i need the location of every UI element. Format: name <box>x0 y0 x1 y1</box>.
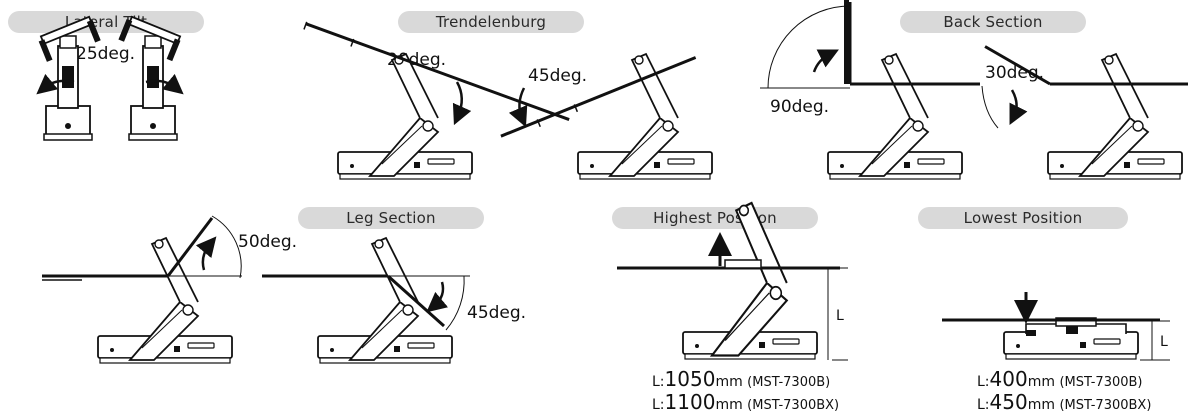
back-section-table-30 <box>984 45 1188 180</box>
trendelenburg-table-20 <box>303 21 570 180</box>
trendelenburg-title: Trendelenburg <box>398 11 584 33</box>
leg-50-arc <box>211 215 242 279</box>
back-section-table-90 <box>827 0 980 180</box>
highest-dim-label: L <box>836 308 844 324</box>
lowest-table <box>942 317 1160 360</box>
trendelenburg-table-45 <box>500 53 713 180</box>
highest-table <box>617 201 840 360</box>
lowest-spec-2: L:450mm (MST-7300BX) <box>977 390 1152 414</box>
leg-section-table-50 <box>42 217 233 364</box>
trendelenburg-angle-45: 45deg. <box>528 66 588 86</box>
lateral-tilt-right <box>118 15 182 141</box>
back-section-title: Back Section <box>900 11 1086 33</box>
back-section-angle-90: 90deg. <box>770 97 830 117</box>
highest-spec-1: L:1050mm (MST-7300B) <box>652 367 831 391</box>
leg-section-angle-50: 50deg. <box>238 232 298 252</box>
lateral-tilt-left <box>38 15 101 141</box>
leg-section-angle-45: 45deg. <box>467 303 527 323</box>
back-arrow-90 <box>812 49 839 73</box>
leg-arrow-50 <box>195 236 217 271</box>
tilt-arrow-left <box>36 73 75 95</box>
back-90-arc <box>767 5 851 89</box>
highest-spec-2: L:1100mm (MST-7300BX) <box>652 390 840 414</box>
trend-arrow-20 <box>452 81 472 126</box>
tilt-arrow-right <box>145 73 184 95</box>
leg-arrow-45 <box>426 281 449 313</box>
back-arrow-30 <box>1009 89 1028 125</box>
lowest-position-title: Lowest Position <box>918 207 1128 229</box>
lateral-tilt-angle: 25deg. <box>76 44 136 64</box>
leg-45-arc <box>445 275 465 331</box>
back-section-angle-30: 30deg. <box>985 63 1045 83</box>
lowest-spec-1: L:400mm (MST-7300B) <box>977 367 1143 391</box>
trend-arrow-45 <box>508 87 528 128</box>
leg-section-table-45 <box>262 237 453 364</box>
leg-section-title: Leg Section <box>298 207 484 229</box>
back-30-arc <box>981 85 999 129</box>
lowest-dim-label: L <box>1160 334 1168 350</box>
